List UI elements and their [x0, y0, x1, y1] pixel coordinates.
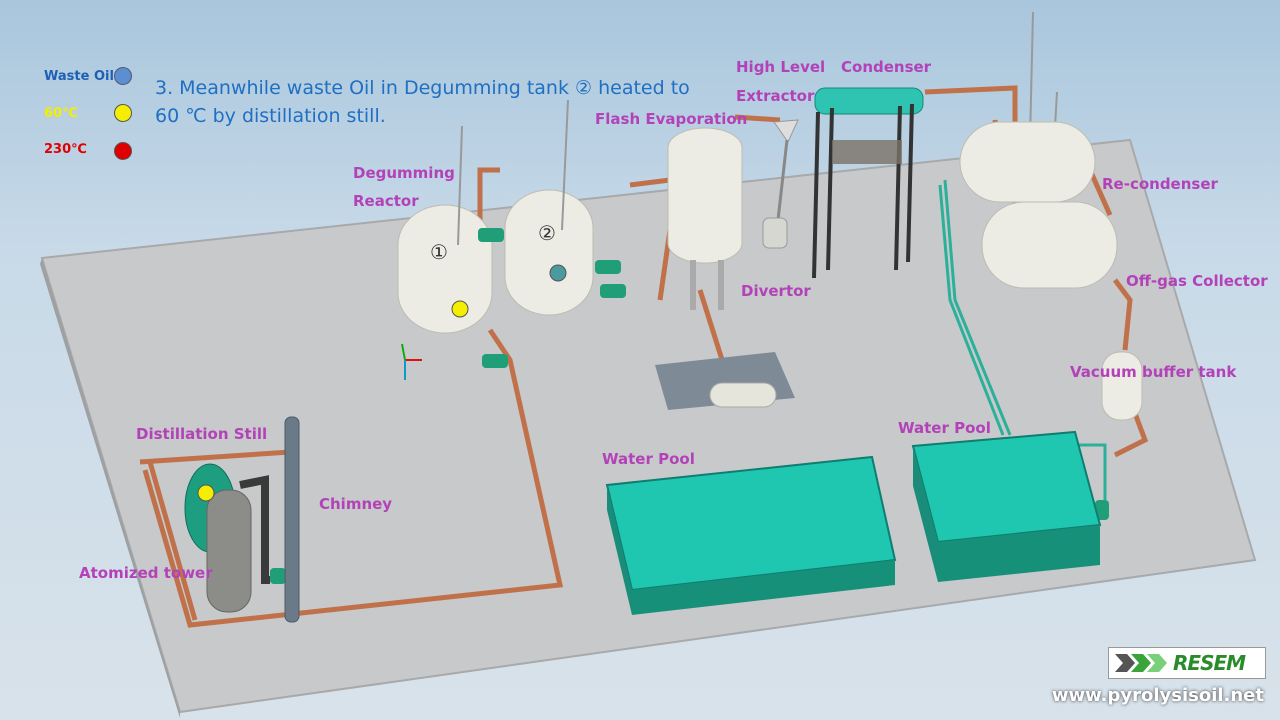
label-divertor: Divertor — [741, 282, 811, 300]
label-extractor: Extractor — [736, 87, 815, 105]
tank2-oil-dot — [549, 264, 567, 282]
legend-230c-label: 230℃ — [44, 142, 87, 157]
floor-edge — [40, 258, 180, 718]
tank-number-1: ① — [430, 240, 448, 264]
pumps — [270, 228, 1109, 584]
label-reactor: Reactor — [353, 192, 419, 210]
condenser-frame — [812, 103, 914, 279]
label-degumming: Degumming — [353, 164, 455, 182]
label-flash-evaporation: Flash Evaporation — [595, 110, 748, 128]
label-vacuum-buffer-tank: Vacuum buffer tank — [1070, 363, 1237, 381]
axis-gizmo — [401, 343, 422, 380]
label-offgas-collector: Off-gas Collector — [1126, 272, 1268, 290]
label-water-pool-left: Water Pool — [602, 450, 695, 468]
recondenser-tank — [959, 121, 1096, 203]
degumming-tank-2 — [504, 189, 594, 316]
degumming-tank-1 — [397, 204, 493, 334]
water-pool-left — [605, 455, 897, 615]
green-pipes — [938, 179, 1107, 500]
vacuum-buffer-tank — [1101, 351, 1143, 421]
step-caption: 3. Meanwhile waste Oil in Degumming tank… — [155, 74, 690, 130]
flash-evaporation-tank — [667, 127, 743, 310]
resem-logo: RESEM — [1108, 647, 1266, 679]
label-atomized-tower: Atomized tower — [79, 564, 213, 582]
label-high-level: High Level — [736, 58, 826, 76]
divertor — [762, 217, 788, 249]
offgas-collector-tank — [981, 201, 1118, 289]
legend-60c-label: 60℃ — [44, 106, 78, 121]
website-url: www.pyrolysisoil.net — [1051, 685, 1264, 706]
tank1-temp-dot — [451, 300, 469, 318]
water-pool-right — [911, 430, 1102, 582]
still-temp-dot — [197, 484, 215, 502]
label-distillation-still: Distillation Still — [136, 425, 268, 443]
legend-waste-oil-label: Waste Oil — [44, 69, 114, 84]
legend-waste-oil-dot — [114, 67, 132, 85]
atomized-tower — [206, 489, 252, 613]
label-recondenser: Re-condenser — [1102, 175, 1218, 193]
legend-230c-dot — [114, 142, 132, 160]
pit-tank — [709, 382, 777, 408]
legend-60c-dot — [114, 104, 132, 122]
condenser — [814, 87, 924, 115]
caption-line-1: 3. Meanwhile waste Oil in Degumming tank… — [155, 77, 690, 99]
caption-line-2: 60 ℃ by distillation still. — [155, 105, 386, 127]
label-condenser: Condenser — [841, 58, 932, 76]
tank-number-2: ② — [538, 221, 556, 245]
label-chimney: Chimney — [319, 495, 393, 513]
label-water-pool-right: Water Pool — [898, 419, 991, 437]
chimney — [284, 416, 300, 623]
logo-text: RESEM — [1173, 651, 1246, 675]
chevron-logo-icon — [1115, 654, 1167, 672]
extractor-cone — [773, 119, 799, 144]
